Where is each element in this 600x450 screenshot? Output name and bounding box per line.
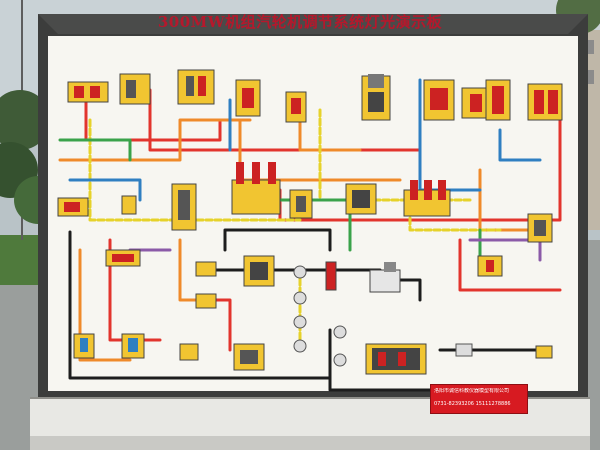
valve-bottom-1 [179,343,199,361]
pipe-green-1 [58,138,132,162]
valve-bottom-2 [233,343,265,371]
pipe-orange-1 [58,118,252,162]
actuator-top-7 [527,83,563,121]
servo-right [527,213,553,243]
actuator-top-6 [485,79,511,121]
pump-bottom-left [73,333,95,359]
pipe-orange-2 [78,248,132,362]
turbine-unit [369,262,401,293]
tank-bottom [365,343,427,375]
tree [0,90,50,150]
block-lower-2 [195,261,217,277]
servo-center-4 [403,180,451,217]
servo-center-3 [345,183,377,215]
sensor-column [293,265,307,353]
actuator-top-1 [235,79,261,117]
valve-top-2 [119,73,151,105]
governor-right [477,255,503,277]
manufacturer-phone: 0731-82393206 15111278886 [434,401,511,407]
valve-top-3 [177,69,215,105]
pipe-black-3 [223,228,332,252]
block-left-2 [121,195,137,215]
manufacturer-name: 洛阳市诚信科教仪器模型有限公司 [434,388,510,394]
pipe-orange-5 [178,238,202,302]
pipe-blue-1 [68,178,142,202]
actuator-top-4 [423,79,455,121]
red-gauge [325,261,337,291]
cylinder-left [171,183,197,231]
pipe-red-4 [458,238,562,292]
manufacturer-label-plate: 洛阳市诚信科教仪器模型有限公司 0731-82393206 1511127888… [430,384,528,414]
pump-right [455,343,553,359]
filter-bottom [333,325,347,367]
actuator-top-3 [361,74,391,121]
pipe-yellow-1 [88,118,302,222]
valve-top-1 [67,81,109,103]
pipe-red-1 [84,96,222,142]
pump-bottom-2 [121,333,145,359]
pipe-black-1 [68,230,332,380]
actuator-top-5 [461,87,491,119]
components [57,69,563,375]
pipe-black-6 [398,278,422,302]
block-lower-3 [195,293,217,309]
actuator-top-2 [285,91,307,123]
servo-center-2 [289,189,313,219]
block-lower-left [105,249,141,267]
servo-center-1 [231,162,281,215]
pipe-blue-4 [498,128,542,162]
block-left-1 [57,197,89,217]
actuator-lower-center [243,255,275,287]
board-title: 300MW机组汽轮机调节系统灯光演示板 [157,13,443,31]
